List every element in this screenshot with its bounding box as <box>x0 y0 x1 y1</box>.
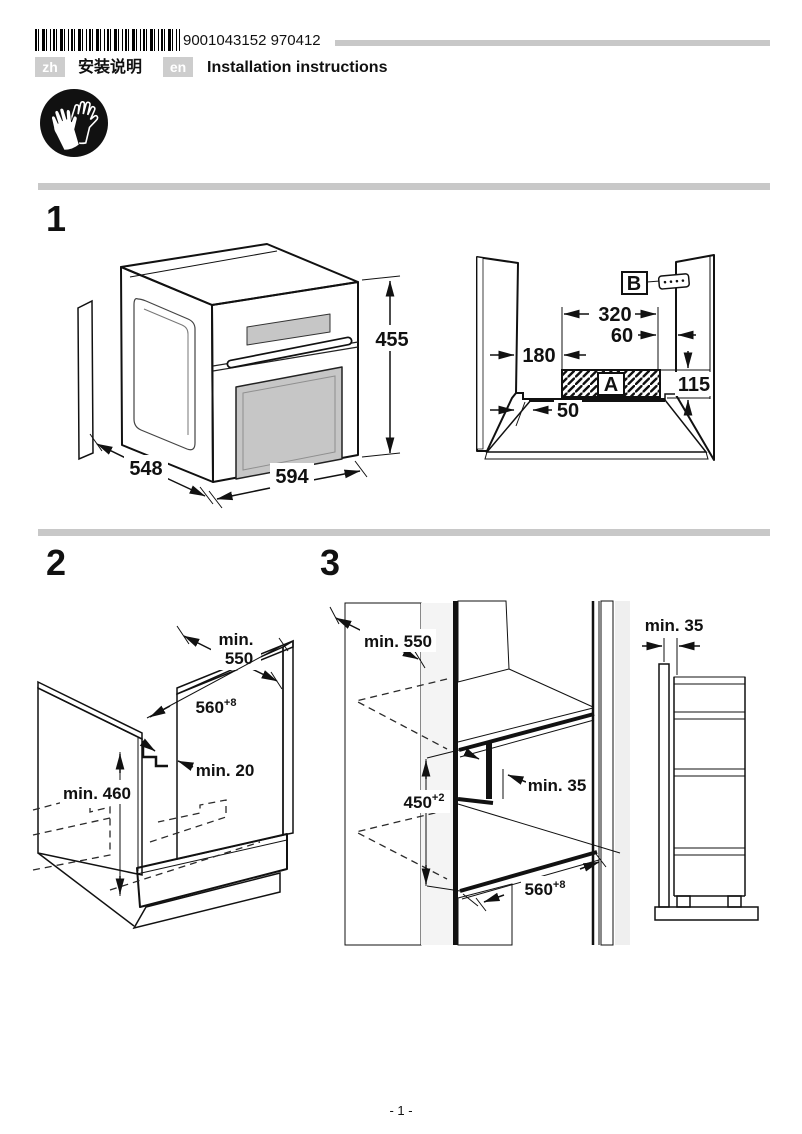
dim-180-label: 180 <box>522 345 555 367</box>
mounting-rail <box>657 273 690 290</box>
tall-cabinet-structure <box>344 600 630 946</box>
back-panel-top <box>457 600 510 683</box>
dim-min550-tall-label: min. 550 <box>364 632 432 651</box>
oven-door-window <box>235 366 343 480</box>
dim-560-tall: 560+8 <box>462 853 607 912</box>
dim-min550: min. 550 <box>176 625 283 690</box>
vent-cutout-area: A <box>561 369 661 398</box>
dim-min550-line2: 550 <box>225 649 253 668</box>
dim-594: 594 <box>208 460 368 509</box>
dim-450-label: 450+2 <box>404 792 445 812</box>
oven-display <box>246 313 331 346</box>
oven-body <box>77 243 359 483</box>
header-rule <box>335 40 770 46</box>
dim-60-label: 60 <box>611 325 633 347</box>
area-a-label: A <box>604 374 618 396</box>
oven-front-panel <box>211 281 359 483</box>
lang-badge-zh: zh <box>35 57 65 77</box>
doc-title-en: Installation instructions <box>207 59 388 76</box>
base-cabinet-figure: min. 550 560+8 min. 20 min. 460 <box>32 625 294 930</box>
dim-min35-tall-label: min. 35 <box>528 776 587 795</box>
dim-450: 450+2 <box>403 749 461 892</box>
dim-min550-tall: min. 550 <box>329 606 436 669</box>
dim-115-label: 115 <box>678 374 710 396</box>
oven-handle <box>228 338 351 367</box>
dim-min20-label: min. 20 <box>196 761 255 780</box>
figure-1-label: 1 <box>46 198 67 239</box>
dim-min20: min. 20 <box>139 738 256 781</box>
cabinet-foot <box>727 895 742 908</box>
figure-2-label: 2 <box>46 542 67 583</box>
dim-560-value: 560 <box>196 698 224 717</box>
dim-455: 455 <box>361 275 414 458</box>
dim-min35-side-label: min. 35 <box>645 616 704 635</box>
cabinet-foot <box>676 895 691 908</box>
plinth <box>132 872 281 930</box>
dim-180: 180 <box>490 345 586 367</box>
dim-560-tall-label: 560+8 <box>525 879 566 899</box>
oven-side-emboss <box>133 298 196 451</box>
barcode <box>35 29 180 51</box>
back-panel-bottom <box>457 883 513 946</box>
dim-min550-line1: min. <box>219 630 254 649</box>
dim-320: 320 <box>561 302 659 369</box>
dim-548: 548 <box>89 433 214 505</box>
dim-560-sup: +8 <box>224 697 237 709</box>
protective-gloves-icon <box>40 89 108 157</box>
mounting-rail-callout: B <box>621 271 690 295</box>
niche-divider <box>486 741 492 799</box>
dim-455-label: 455 <box>375 329 408 351</box>
dim-50-label: 50 <box>557 400 579 422</box>
dim-min460-label: min. 460 <box>63 784 131 803</box>
side-view-figure: min. 35 <box>642 616 759 921</box>
dim-560-tall-sup: +8 <box>553 879 566 891</box>
section-divider-2 <box>38 529 770 536</box>
lang-badge-en: en <box>163 57 193 77</box>
dim-548-label: 548 <box>129 458 162 480</box>
adjacent-wall <box>658 663 670 908</box>
hidden-depth-lines <box>354 678 448 880</box>
floor <box>654 906 759 921</box>
tall-cabinet-figure: min. 550 450+2 min. 35 560+8 <box>329 600 630 946</box>
dim-450-value: 450 <box>404 793 432 812</box>
section-divider-1 <box>38 183 770 190</box>
side-view-structure <box>654 663 759 921</box>
cabinet-walls <box>476 254 715 461</box>
dim-594-label: 594 <box>275 466 309 488</box>
dim-60: 60 <box>611 325 696 347</box>
page-number: - 1 - <box>389 1103 413 1118</box>
dim-560-tall-value: 560 <box>525 880 553 899</box>
dim-115: 115 <box>660 351 712 416</box>
doc-title-zh: 安装说明 <box>78 59 143 76</box>
rail-b-label: B <box>627 273 641 295</box>
dim-560: 560+8 <box>146 637 289 719</box>
oven-isometric-figure: 455 548 594 <box>77 243 414 509</box>
dim-450-sup: +2 <box>432 792 445 804</box>
dim-560-label: 560+8 <box>196 697 237 717</box>
dim-min460: min. 460 <box>60 752 134 896</box>
dim-50: 50 <box>490 400 582 422</box>
dim-320-label: 320 <box>598 304 631 326</box>
dim-min35-side: min. 35 <box>642 616 703 675</box>
dim-min35-tall: min. 35 <box>502 769 588 799</box>
barcode-number: 9001043152 970412 <box>183 32 321 49</box>
niche-cutout-figure: A 320 60 180 115 <box>476 254 715 461</box>
figure-3-label: 3 <box>320 542 341 583</box>
